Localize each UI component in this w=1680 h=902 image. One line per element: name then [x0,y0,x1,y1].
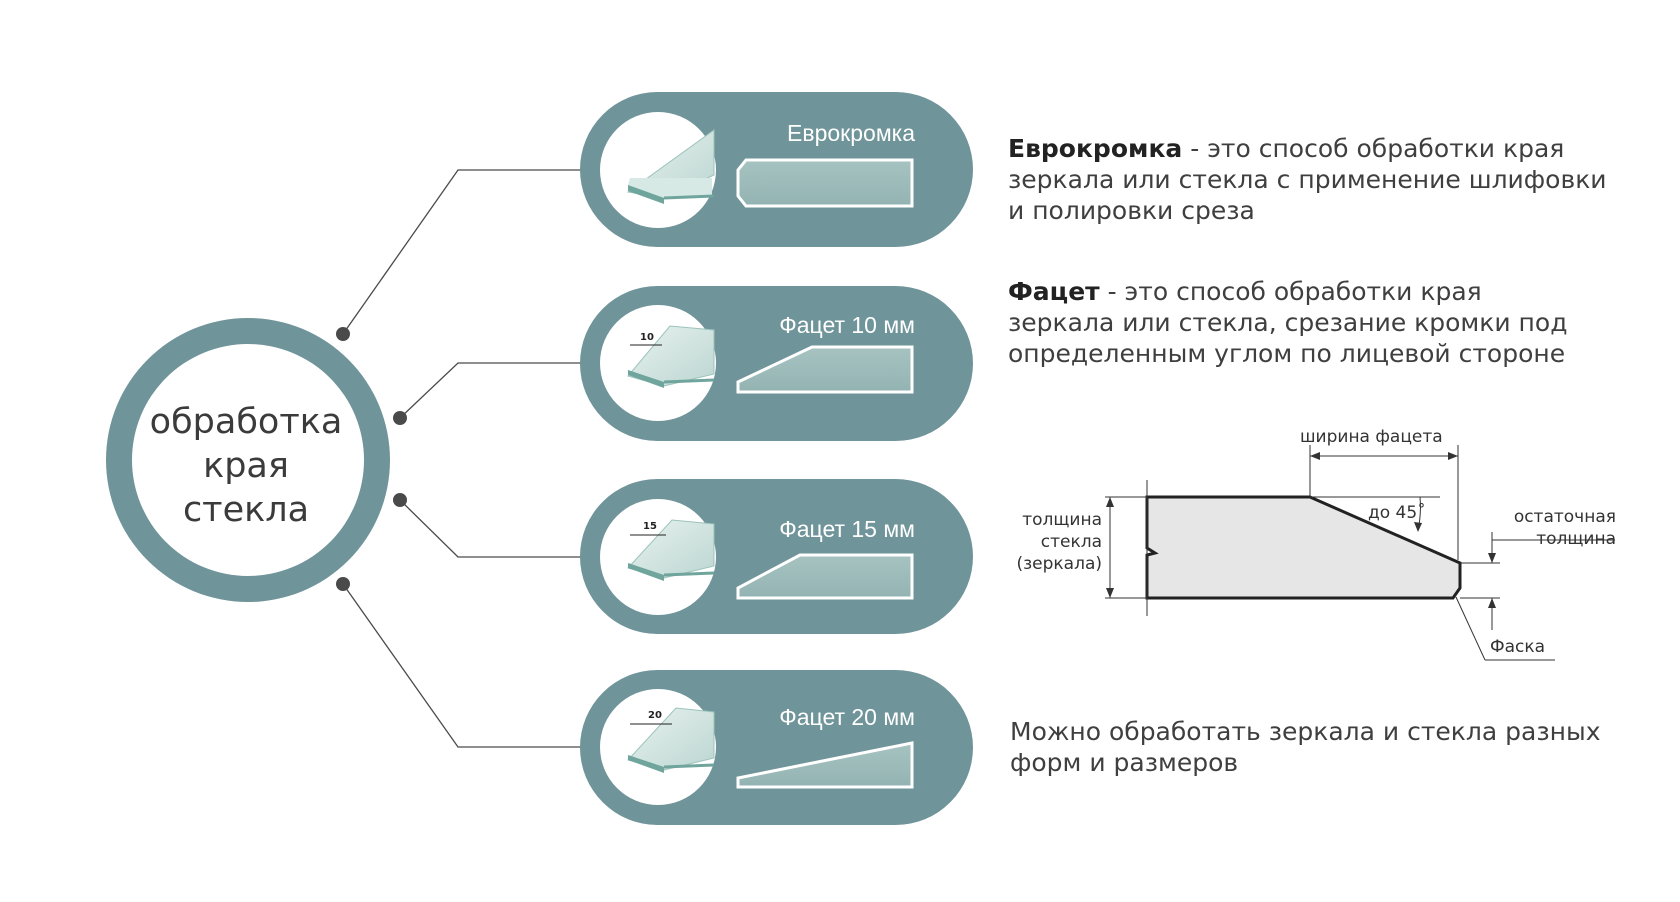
glass-sample-icon [627,519,715,581]
profile-shape [736,553,914,600]
hub-line: края [203,446,289,486]
description-note: Можно обработать зеркала и стекла разных… [1010,716,1601,778]
facet-cross-section [1105,445,1615,661]
connector-facet-20 [342,583,582,748]
glass-profile [1145,495,1462,600]
glass-dim-label: 20 [648,710,662,721]
hub-line: стекла [182,490,310,530]
term-facet: Фацет [1008,277,1100,306]
desc-text: Можно обработать зеркала и стекла разных [1010,717,1601,746]
connector-eurokromka [342,169,582,335]
desc-text: и полировки среза [1008,196,1255,225]
description-eurokromka: Еврокромка - это способ обработки края з… [1008,133,1607,226]
description-facet: Фацет - это способ обработки края зеркал… [1008,276,1568,369]
pill-facet-20 [580,670,973,825]
desc-text: зеркала или стекла, срезание кромки под [1008,308,1568,337]
profile-shape [736,741,914,789]
glass-sample-icon [627,325,715,388]
label-residual-thickness: остаточная толщина [1486,506,1616,550]
profile-shape [736,345,914,394]
connector-facet-15 [399,499,582,558]
connector-dot [393,493,407,507]
glass-dim-label: 10 [640,332,654,343]
connector-dot [336,327,350,341]
pill-facet-15 [580,479,973,634]
desc-text: зеркала или стекла с применение шлифовки [1008,165,1607,194]
term-eurokromka: Еврокромка [1008,134,1183,163]
hub-line: обработка [149,402,343,442]
label-chamfer: Фаска [1490,637,1546,657]
label-line: толщина [1022,510,1102,530]
pill-title-facet-10: Фацет 10 мм [779,312,915,338]
desc-text: определенным углом по лицевой стороне [1008,339,1566,368]
glass-sample-icon [627,707,715,773]
glass-sample-icon [626,129,715,204]
connector-dot [393,411,407,425]
hub-title: обработка края стекла [112,400,380,532]
desc-text: - это способ обработки края [1099,277,1482,306]
desc-text: - это способ обработки края [1182,134,1565,163]
connector-facet-10 [399,362,582,419]
label-line: (зеркала) [1016,554,1102,574]
connector-dots [336,327,407,591]
label-line: стекла [1040,532,1102,552]
label-angle: до 45˚ [1368,503,1426,523]
label-thickness: толщина стекла (зеркала) [992,509,1102,575]
pill-facet-10 [580,286,973,441]
label-line: остаточная [1513,507,1616,527]
desc-text: форм и размеров [1010,748,1239,777]
pill-title-facet-20: Фацет 20 мм [779,704,915,730]
profile-shape [736,158,914,208]
label-line: толщина [1536,529,1616,549]
pill-eurokromka [580,92,973,247]
hub-ring [106,318,390,602]
pill-title-facet-15: Фацет 15 мм [779,516,915,542]
connector-dot [336,577,350,591]
connector-lines [342,169,582,748]
glass-dim-label: 15 [643,521,657,532]
label-facet-width: ширина фацета [1300,427,1443,447]
pill-title-eurokromka: Еврокромка [787,120,915,146]
